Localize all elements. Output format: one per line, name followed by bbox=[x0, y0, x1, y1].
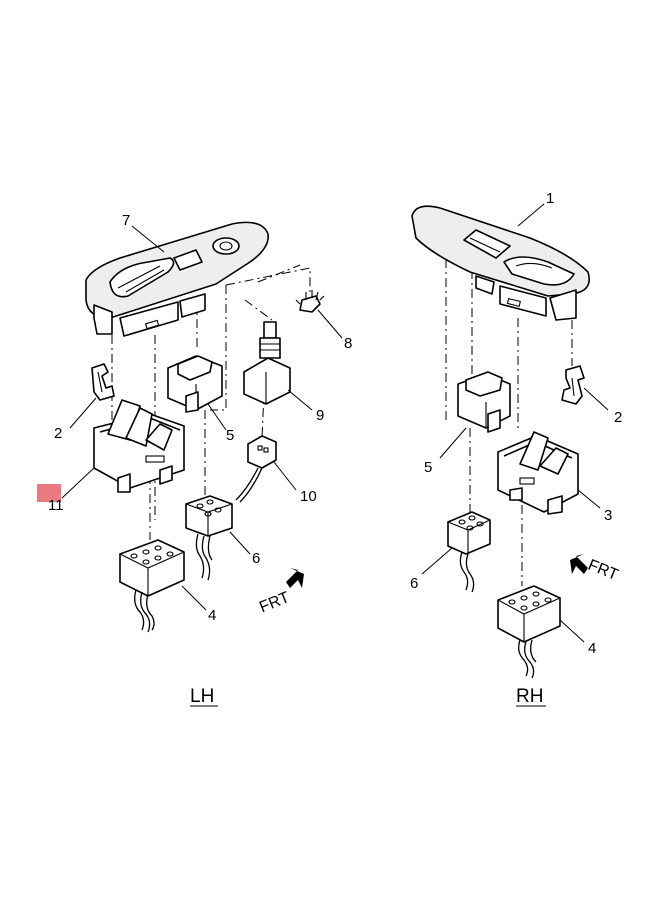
lh-connector-10 bbox=[235, 435, 277, 503]
lh-switch-bezel bbox=[85, 221, 269, 337]
callout-lh-2: 2 bbox=[54, 425, 62, 442]
callout-lh-8: 8 bbox=[344, 335, 352, 352]
callout-rh-3: 3 bbox=[604, 507, 612, 524]
lh-connector-4 bbox=[119, 539, 185, 633]
rh-connector-6 bbox=[447, 511, 491, 593]
callout-lh-9: 9 bbox=[316, 407, 324, 424]
rh-callouts: 1 2 5 3 6 4 bbox=[410, 190, 622, 657]
callout-rh-5: 5 bbox=[424, 459, 432, 476]
callout-rh-1: 1 bbox=[546, 190, 554, 207]
callout-lh-5: 5 bbox=[226, 427, 234, 444]
callout-lh-6: 6 bbox=[252, 550, 260, 567]
lh-front-label: FRT bbox=[257, 589, 292, 616]
lh-main-switch bbox=[93, 399, 185, 493]
rh-main-switch bbox=[497, 431, 579, 515]
lh-assembly: FRT LH bbox=[61, 221, 343, 707]
rh-front-label: FRT bbox=[586, 557, 621, 584]
callout-rh-4: 4 bbox=[588, 640, 596, 657]
lh-connector-6 bbox=[185, 495, 233, 581]
rh-assembly: FRT RH bbox=[411, 203, 621, 707]
rh-switch-bezel bbox=[411, 205, 590, 321]
rh-clip bbox=[561, 365, 585, 405]
highlight-marker bbox=[37, 484, 61, 502]
rh-connector-4 bbox=[497, 585, 561, 679]
lh-clip bbox=[91, 363, 115, 401]
callout-lh-7: 7 bbox=[122, 212, 130, 229]
lh-side-label: LH bbox=[190, 686, 214, 707]
rh-front-arrow: FRT bbox=[570, 554, 621, 584]
callout-lh-11: 11 bbox=[48, 497, 64, 514]
rh-small-switch bbox=[457, 371, 511, 433]
lh-courtesy-switch bbox=[243, 321, 291, 405]
rh-side-label: RH bbox=[516, 686, 543, 707]
lh-bulb-socket bbox=[295, 290, 325, 313]
callout-rh-2: 2 bbox=[614, 409, 622, 426]
lh-callouts: 7 8 9 2 5 11 10 6 4 bbox=[48, 212, 352, 624]
callout-lh-10: 10 bbox=[300, 488, 317, 505]
callout-rh-6: 6 bbox=[410, 575, 418, 592]
lh-small-switch bbox=[167, 355, 223, 413]
lh-front-arrow: FRT bbox=[257, 568, 304, 616]
callout-lh-4: 4 bbox=[208, 607, 216, 624]
